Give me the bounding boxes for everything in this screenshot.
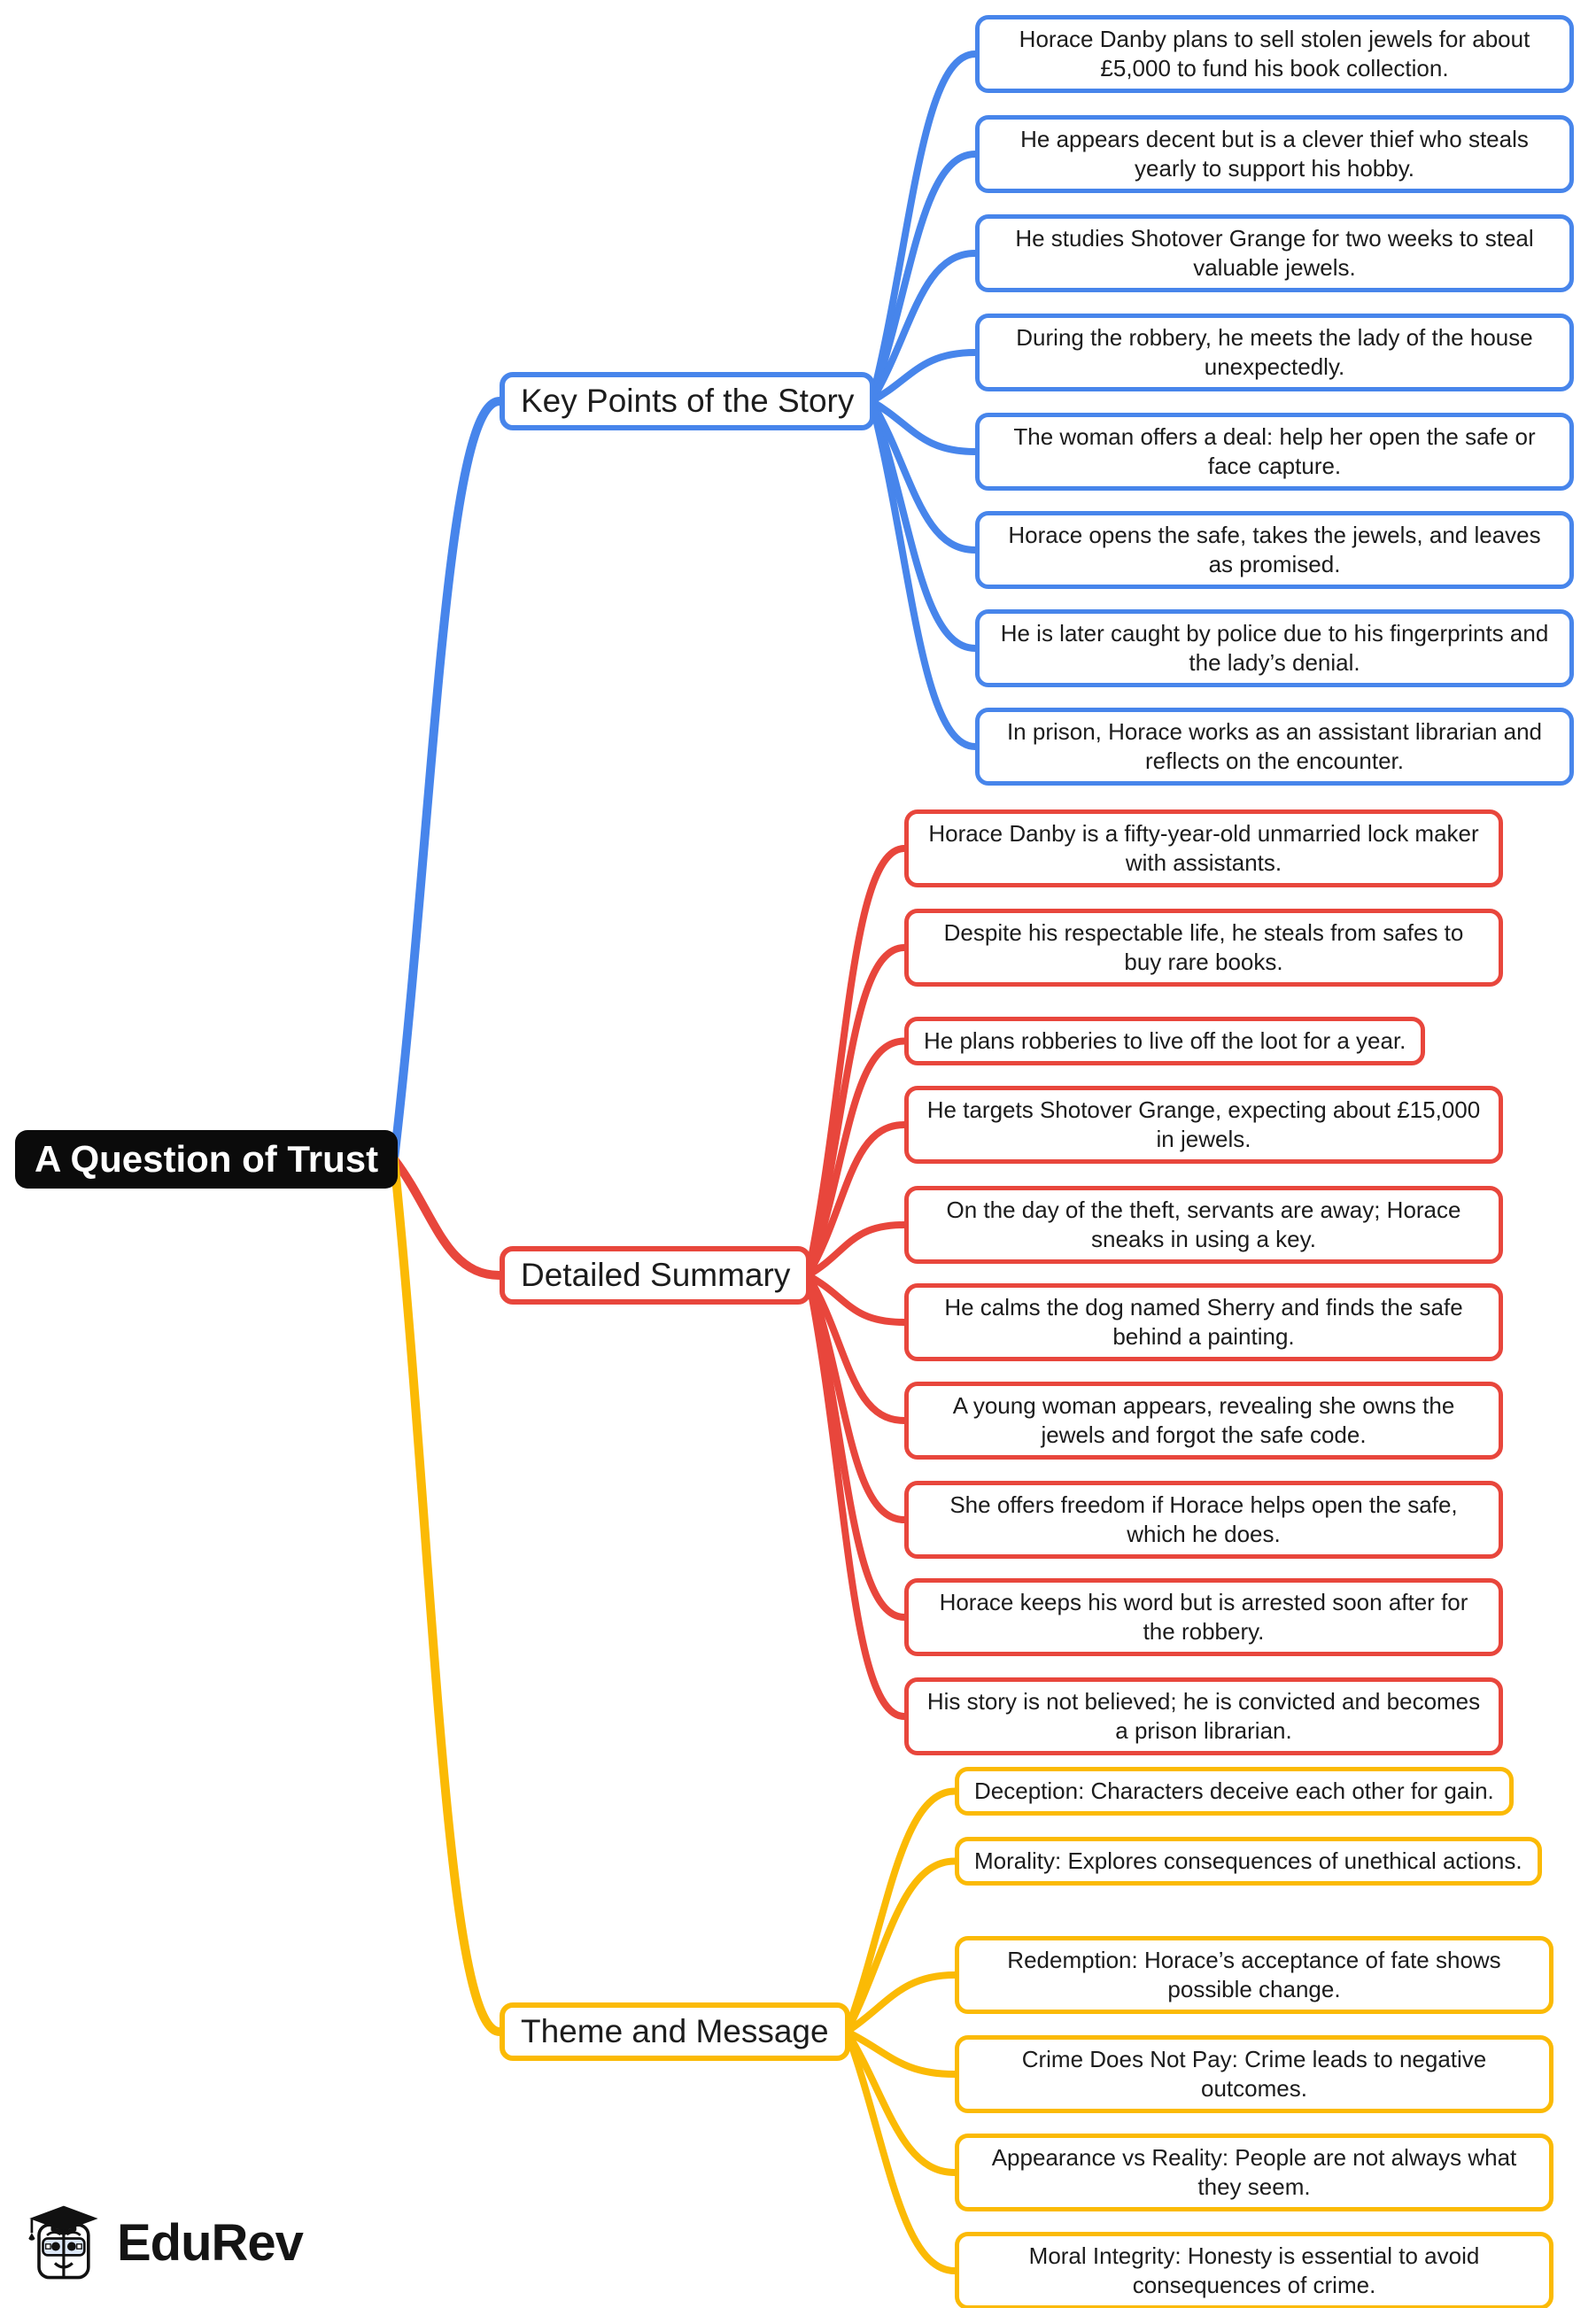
connector-edge	[390, 1155, 504, 2036]
branch-node-key-points: Key Points of the Story	[500, 372, 876, 431]
connector-edge	[843, 2028, 958, 2078]
connector-edge	[868, 50, 979, 405]
connector-edge	[868, 398, 979, 455]
root-node: A Question of Trust	[15, 1130, 399, 1189]
connector-edge	[868, 398, 979, 750]
leaf-node-detailed-summary-4: He targets Shotover Grange, expecting ab…	[904, 1086, 1503, 1165]
connector-edge	[804, 944, 908, 1279]
leaf-node-key-points-5: The woman offers a deal: help her open t…	[975, 413, 1574, 492]
leaf-node-theme-message-1: Deception: Characters deceive each other…	[955, 1767, 1514, 1816]
connector-edge	[804, 1272, 908, 1424]
connector-edge	[843, 1787, 958, 2035]
connector-edge	[390, 1155, 504, 1280]
connector-edge	[868, 398, 979, 652]
connector-edge	[804, 845, 908, 1279]
leaf-node-key-points-6: Horace opens the safe, takes the jewels,…	[975, 511, 1574, 590]
leaf-node-theme-message-6: Moral Integrity: Honesty is essential to…	[955, 2232, 1553, 2308]
leaf-node-theme-message-5: Appearance vs Reality: People are not al…	[955, 2134, 1553, 2212]
leaf-node-detailed-summary-5: On the day of the theft, servants are aw…	[904, 1186, 1503, 1265]
leaf-node-detailed-summary-7: A young woman appears, revealing she own…	[904, 1382, 1503, 1460]
branch-node-detailed-summary: Detailed Summary	[500, 1246, 812, 1305]
leaf-node-key-points-2: He appears decent but is a clever thief …	[975, 115, 1574, 194]
connector-edge	[843, 2028, 958, 2176]
connector-edge	[868, 349, 979, 405]
connector-edge	[804, 1221, 908, 1279]
leaf-node-detailed-summary-10: His story is not believed; he is convict…	[904, 1677, 1503, 1756]
connector-edge	[843, 1971, 958, 2035]
connector-edge	[804, 1272, 908, 1326]
leaf-node-key-points-3: He studies Shotover Grange for two weeks…	[975, 214, 1574, 293]
leaf-node-key-points-1: Horace Danby plans to sell stolen jewels…	[975, 15, 1574, 94]
leaf-node-detailed-summary-9: Horace keeps his word but is arrested so…	[904, 1578, 1503, 1657]
edurev-logo-text: EduRev	[117, 2213, 304, 2272]
leaf-node-key-points-8: In prison, Horace works as an assistant …	[975, 708, 1574, 786]
leaf-node-detailed-summary-2: Despite his respectable life, he steals …	[904, 909, 1503, 987]
connector-edge	[843, 2028, 958, 2274]
leaf-node-detailed-summary-6: He calms the dog named Sherry and finds …	[904, 1283, 1503, 1362]
leaf-node-key-points-7: He is later caught by police due to his …	[975, 609, 1574, 688]
leaf-node-theme-message-2: Morality: Explores consequences of uneth…	[955, 1837, 1542, 1886]
connector-edge	[390, 397, 504, 1164]
edurev-logo: EduRev	[23, 2200, 304, 2285]
leaf-node-key-points-4: During the robbery, he meets the lady of…	[975, 314, 1574, 392]
connector-edge	[804, 1037, 908, 1279]
connector-edge	[868, 398, 979, 554]
branch-node-theme-message: Theme and Message	[500, 2002, 850, 2062]
leaf-node-detailed-summary-8: She offers freedom if Horace helps open …	[904, 1481, 1503, 1560]
connector-edge	[804, 1121, 908, 1279]
connector-edge	[868, 151, 979, 405]
leaf-node-detailed-summary-1: Horace Danby is a fifty-year-old unmarri…	[904, 809, 1503, 888]
connector-edge	[804, 1272, 908, 1720]
leaf-node-theme-message-3: Redemption: Horace’s acceptance of fate …	[955, 1936, 1553, 2015]
leaf-node-theme-message-4: Crime Does Not Pay: Crime leads to negat…	[955, 2035, 1553, 2114]
leaf-node-detailed-summary-3: He plans robberies to live off the loot …	[904, 1017, 1426, 1066]
connector-edge	[843, 1857, 958, 2035]
connector-edge	[868, 250, 979, 405]
edurev-logo-icon	[28, 2205, 98, 2280]
